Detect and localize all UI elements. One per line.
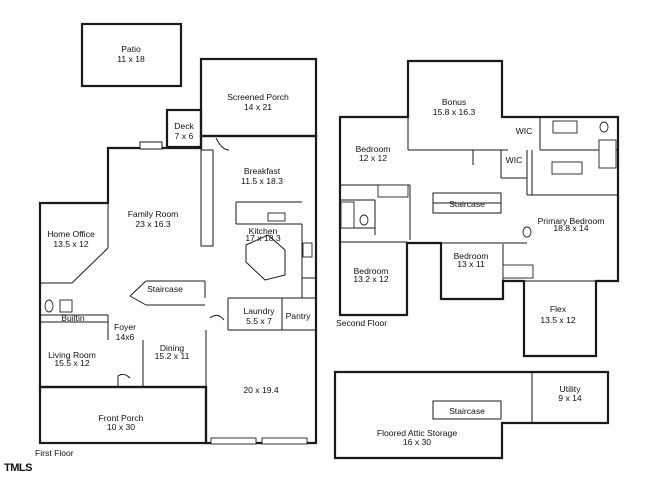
- hall-bath-tub-icon: [340, 201, 355, 229]
- front-porch-outline: [38, 385, 208, 445]
- kitchen-sink-icon: [267, 212, 286, 222]
- primary-closet-shelf-icon: [552, 120, 578, 134]
- floored-attic-name: Floored Attic Storage: [377, 428, 457, 438]
- wic-2-name: WIC: [506, 155, 523, 165]
- primary-toilet-icon: [599, 121, 609, 133]
- breakfast-size: 11.5 x 18.3: [241, 176, 283, 186]
- screened-porch-name: Screened Porch: [227, 92, 289, 102]
- laundry-name: Laundry: [243, 306, 275, 316]
- attic-stair-outline: [432, 400, 502, 420]
- foyer-name: Foyer: [114, 322, 136, 332]
- flex-name: Flex: [550, 304, 567, 314]
- kitchen-name: Kitchen: [249, 226, 278, 236]
- floored-attic-size: 16 x 30: [403, 437, 431, 447]
- deck-name: Deck: [174, 121, 194, 131]
- bedroom-a-size: 12 x 12: [359, 153, 387, 163]
- first-floor-caption: First Floor: [35, 448, 74, 458]
- second-floor-fixtures: [340, 120, 617, 279]
- deck-size: 7 x 6: [175, 131, 194, 141]
- front-porch-size: 10 x 30: [107, 422, 135, 432]
- builtin-name: Builtin: [61, 313, 85, 323]
- home-office-name: Home Office: [47, 229, 95, 239]
- garage-size: 20 x 19.4: [243, 385, 279, 395]
- patio-size: 11 x 18: [117, 54, 145, 64]
- primary-tub-icon: [598, 139, 617, 169]
- garage-door-right-icon: [261, 437, 308, 445]
- first-floor: Patio 11 x 18 Screened Porch 14 x 21 Dec…: [35, 22, 318, 458]
- foyer-size: 14x6: [116, 332, 135, 342]
- second-floor: Bonus 15.8 x 16.3 Bedroom 12 x 12 WIC WI…: [336, 59, 620, 358]
- bonus-size: 15.8 x 16.3: [433, 107, 476, 117]
- hall-bath-vanity-icon: [377, 184, 409, 198]
- dining-size: 15.2 x 11: [155, 351, 190, 361]
- breakfast-name: Breakfast: [244, 166, 281, 176]
- bedroom-c-size: 13 x 11: [457, 259, 485, 269]
- bedroom-b-name: Bedroom: [354, 266, 389, 276]
- staircase-attic-name: Staircase: [449, 406, 485, 416]
- bedroom-a-name: Bedroom: [356, 144, 391, 154]
- second-floor-interior-walls: [340, 117, 618, 282]
- garage-door-left-icon: [210, 437, 257, 445]
- patio-outline: [80, 22, 183, 88]
- family-room-size: 23 x 16.3: [135, 219, 171, 229]
- toilet-icon: [44, 299, 54, 313]
- primary-bedroom-name: Primary Bedroom: [538, 216, 605, 226]
- tmls-logo: TMLS: [4, 462, 32, 474]
- front-porch-name: Front Porch: [99, 413, 144, 423]
- utility-size: 9 x 14: [558, 393, 582, 403]
- jack-jill-toilet-icon: [522, 226, 532, 238]
- hall-bath-toilet-icon: [359, 214, 369, 226]
- patio-name: Patio: [121, 44, 141, 54]
- half-bath-sink-icon: [59, 299, 73, 313]
- flex-size: 13.5 x 12: [540, 315, 576, 325]
- family-room-name: Family Room: [128, 209, 179, 219]
- bedroom-c-name: Bedroom: [454, 251, 489, 261]
- attic: Utility 9 x 14 Staircase Floored Attic S…: [333, 370, 610, 460]
- attic-outline: [333, 370, 610, 460]
- first-floor-interior-walls: [40, 137, 316, 387]
- primary-double-vanity-icon: [551, 161, 583, 175]
- laundry-size: 5.5 x 7: [246, 316, 272, 326]
- staircase-second-name: Staircase: [449, 199, 485, 209]
- pantry-name: Pantry: [286, 311, 312, 321]
- screened-porch-size: 14 x 21: [244, 102, 272, 112]
- stove-icon: [302, 242, 313, 258]
- primary-bedroom-size: 18.8 x 14: [553, 223, 589, 233]
- jack-jill-tub-icon: [502, 264, 534, 279]
- first-floor-fixtures: [44, 212, 313, 445]
- bonus-name: Bonus: [442, 97, 466, 107]
- dining-name: Dining: [160, 343, 185, 353]
- kitchen-size: 17 x 18.3: [245, 233, 281, 243]
- wic-1-name: WIC: [516, 126, 533, 136]
- home-office-size: 13.5 x 12: [53, 239, 89, 249]
- living-room-name: Living Room: [48, 350, 96, 360]
- staircase-first-name: Staircase: [147, 284, 183, 294]
- bedroom-b-size: 13.2 x 12: [353, 274, 389, 284]
- living-room-size: 15.5 x 12: [54, 358, 90, 368]
- second-floor-caption: Second Floor: [336, 318, 387, 328]
- utility-name: Utility: [559, 384, 581, 394]
